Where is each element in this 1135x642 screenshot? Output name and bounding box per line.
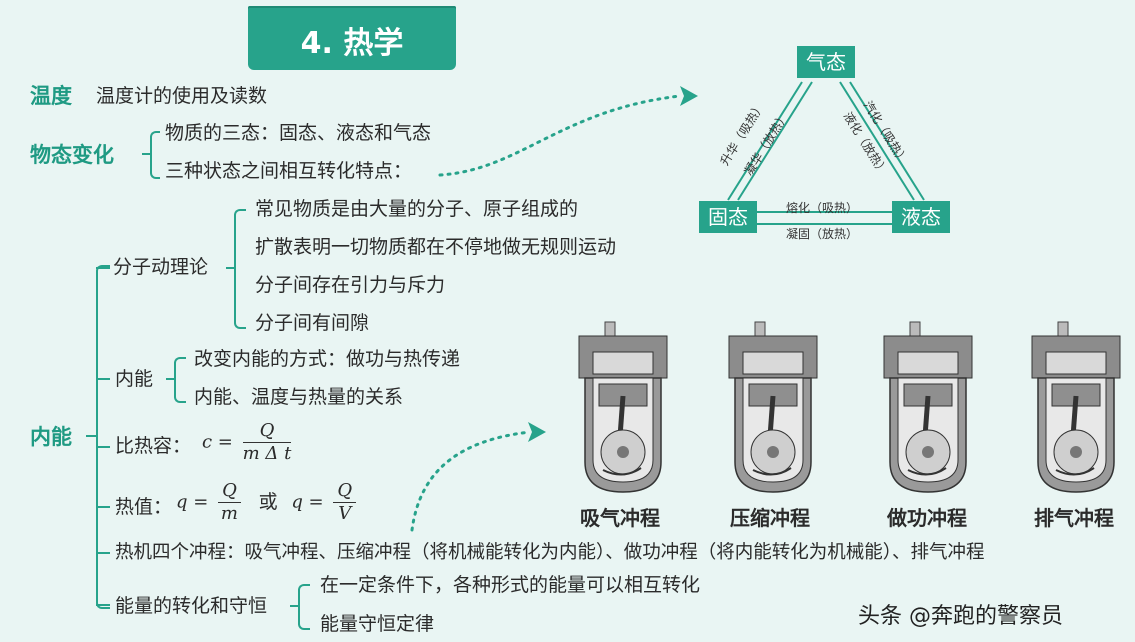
title-tab: 4. 热学 — [248, 6, 456, 70]
shouheng-item-1: 能量守恒定律 — [320, 613, 435, 635]
fenzi-item-3: 分子间有间隙 — [255, 312, 370, 334]
brace-nn — [174, 357, 186, 403]
reji-text: 热机四个冲程：吸气冲程、压缩冲程（将机械能转化为内能）、做功冲程（将内能转化为机… — [115, 542, 985, 563]
wutai-item-0: 物质的三态：固态、液态和气态 — [165, 122, 432, 144]
brace-shouheng — [298, 584, 310, 630]
shouheng-item-0: 在一定条件下，各种形式的能量可以相互转化 — [320, 574, 701, 596]
label-neineng: 内能 — [30, 425, 72, 449]
stroke-caption-0: 吸气冲程 — [580, 506, 660, 530]
label-wutai: 物态变化 — [30, 143, 114, 167]
label-melt: 熔化（吸热） — [786, 201, 859, 215]
state-solid: 固态 — [699, 201, 757, 233]
stroke-caption-3: 排气冲程 — [1034, 506, 1114, 530]
label-nn: 内能 — [115, 368, 154, 390]
label-birong: 比热容： — [115, 435, 192, 457]
stroke-caption-1: 压缩冲程 — [730, 506, 810, 530]
label-shouheng: 能量的转化和守恒 — [115, 595, 268, 617]
label-fenzi: 分子动理论 — [113, 256, 209, 278]
state-triangle-lines — [727, 81, 925, 225]
nn-item-1: 内能、温度与热量的关系 — [194, 386, 404, 408]
state-liquid: 液态 — [892, 201, 950, 233]
wendu-text: 温度计的使用及读数 — [96, 85, 268, 107]
watermark: 头条 @奔跑的警察员 — [858, 604, 1063, 629]
stroke-caption-2: 做功冲程 — [887, 506, 967, 530]
fenzi-item-2: 分子间存在引力与斥力 — [255, 274, 446, 296]
label-wendu: 温度 — [30, 84, 72, 108]
state-gas: 气态 — [797, 46, 855, 78]
nn-item-0: 改变内能的方式：做功与热传递 — [194, 348, 461, 370]
wutai-item-1: 三种状态之间相互转化特点： — [165, 160, 413, 182]
brace-fenzi — [234, 209, 246, 329]
page-title: 4. 热学 — [300, 26, 404, 61]
label-rezhi: 热值： — [115, 496, 173, 518]
fenzi-item-0: 常见物质是由大量的分子、原子组成的 — [255, 198, 579, 220]
fenzi-item-1: 扩散表明一切物质都在不停地做无规则运动 — [255, 236, 617, 258]
label-freeze: 凝固（放热） — [786, 227, 859, 241]
brace-wutai — [150, 131, 160, 179]
brace-neineng — [96, 265, 110, 609]
